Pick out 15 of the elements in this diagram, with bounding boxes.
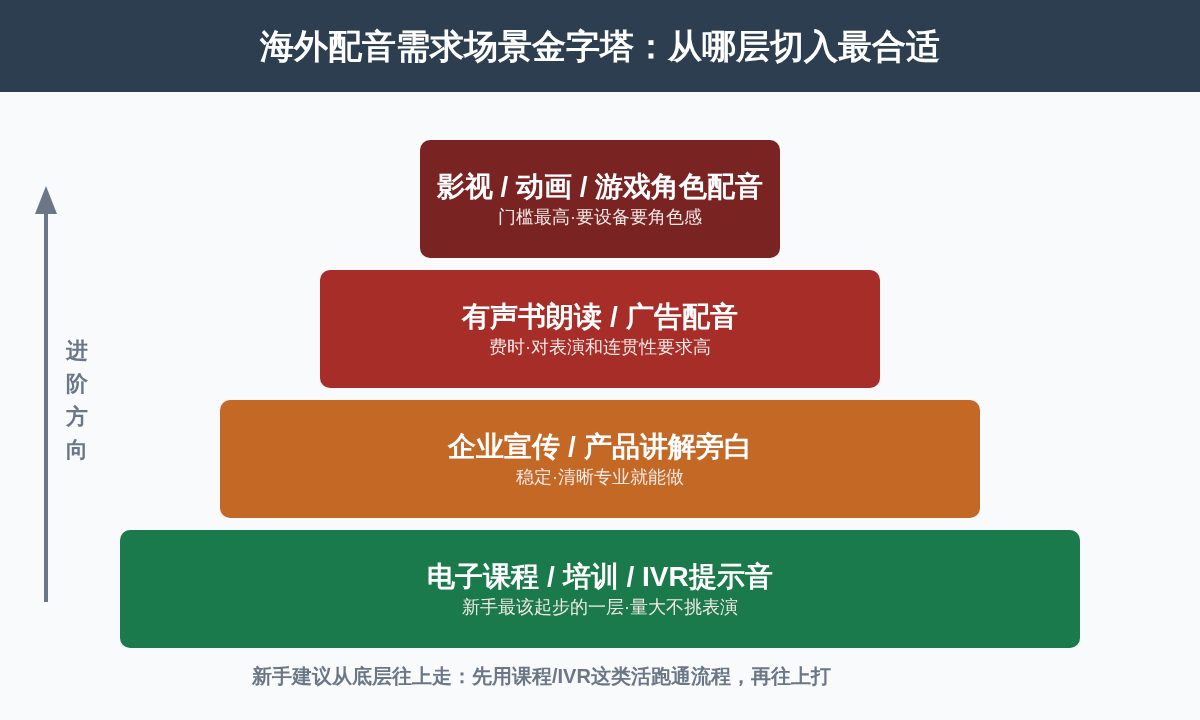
tier-description: 门槛最高·要设备要角色感 <box>498 206 702 229</box>
pyramid-tier <box>220 400 980 518</box>
caption: 新手建议从底层往上走：先用课程/IVR这类活跑通流程，再往上打 <box>252 664 831 689</box>
tier-heading: 有声书朗读 / 广告配音 <box>462 300 738 335</box>
pyramid-tier <box>120 530 1080 648</box>
tier-description: 稳定·清晰专业就能做 <box>516 466 684 489</box>
pyramid-tier <box>420 140 780 258</box>
tier-description: 新手最该起步的一层·量大不挑表演 <box>462 596 738 619</box>
pyramid-tier <box>320 270 880 388</box>
tier-heading: 影视 / 动画 / 游戏角色配音 <box>436 170 764 205</box>
title: 海外配音需求场景金字塔：从哪层切入最合适 <box>260 25 940 67</box>
tier-heading: 电子课程 / 培训 / IVR提示音 <box>427 560 773 595</box>
direction-label: 进阶方向 <box>66 337 88 464</box>
tier-description: 费时·对表演和连贯性要求高 <box>489 336 711 359</box>
tier-heading: 企业宣传 / 产品讲解旁白 <box>448 430 752 465</box>
